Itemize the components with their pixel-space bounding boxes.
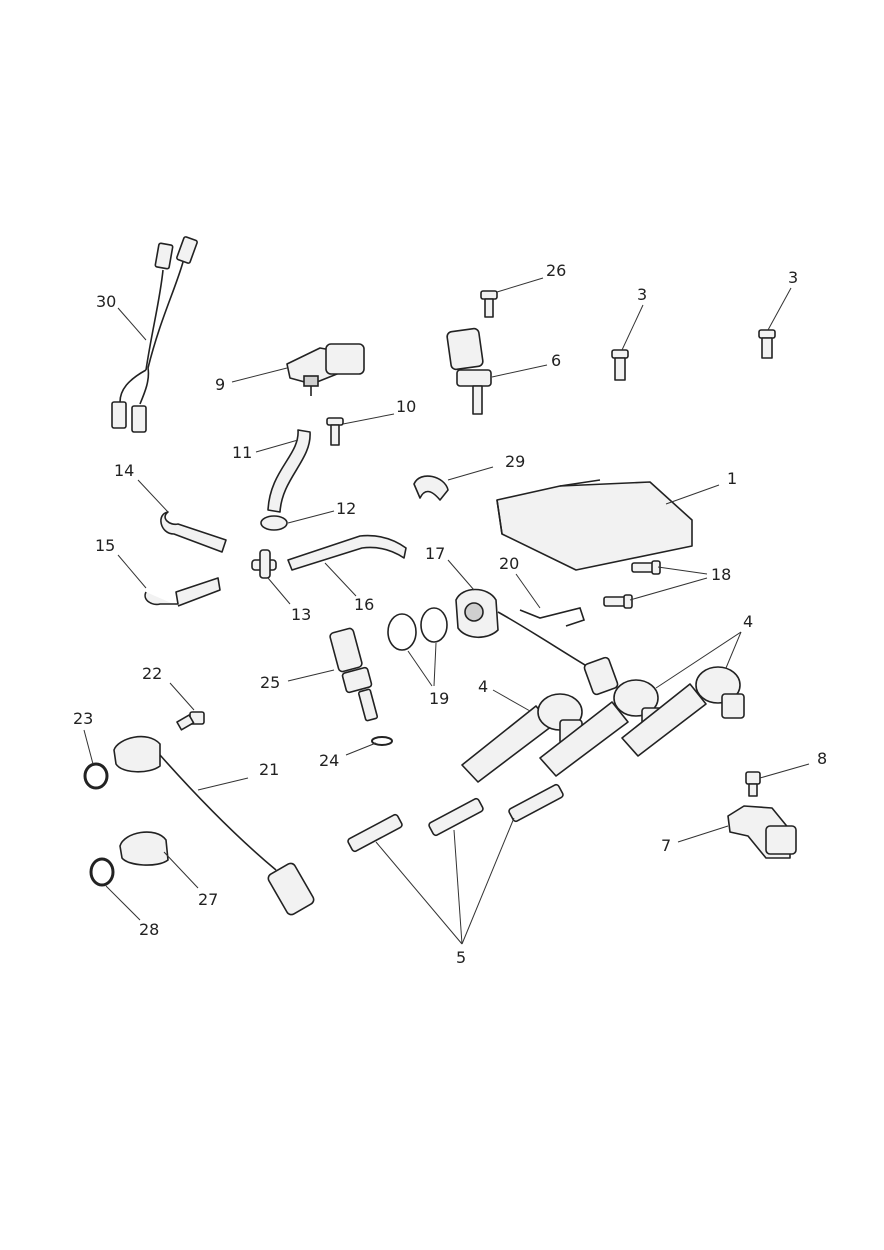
sensor-6 [446,327,492,415]
sensor-27 [119,831,169,866]
clip-12 [260,515,288,531]
callout-9: 9 [215,375,225,394]
spark-plug-5a [347,813,403,853]
callout-25: 25 [260,673,280,692]
callout-7: 7 [661,836,671,855]
bolt-18b [603,594,633,609]
tube-15 [144,577,221,607]
callout-3a: 3 [637,285,647,304]
bolt-18a [631,560,661,575]
spark-plug-5c [508,783,564,823]
t-piece-13 [251,549,277,579]
callout-16: 16 [354,595,374,614]
bolt-8 [745,771,761,797]
wiring-harness [111,236,198,433]
callout-6: 6 [551,351,561,370]
callout-13: 13 [291,605,311,624]
crank-sensor-21 [113,735,315,916]
washer-23 [83,762,109,790]
callout-8: 8 [817,749,827,768]
o-ring-19b [420,607,448,643]
callout-11: 11 [232,443,252,462]
callout-28: 28 [139,920,159,939]
bolt-10 [326,417,344,446]
callout-4b: 4 [478,677,488,696]
washer-28 [89,857,115,887]
spark-plug-5b [428,797,484,837]
bolt-22 [176,711,205,731]
bolt-26 [480,290,498,318]
callout-10: 10 [396,397,416,416]
callout-23: 23 [73,709,93,728]
throttle-sensor-17 [455,588,619,696]
ecu-box [496,479,693,571]
callout-labels: 1 3 3 4 4 5 6 7 8 9 10 11 12 13 14 15 16… [73,261,827,967]
callout-30: 30 [96,292,116,311]
callout-14: 14 [114,461,134,480]
callout-15: 15 [95,536,115,555]
pipe-16 [287,534,407,571]
callout-24: 24 [319,751,339,770]
callout-3b: 3 [788,268,798,287]
tube-14 [160,511,227,553]
leader-lines [83,277,810,945]
cam-sensor-7 [727,805,797,859]
callout-1: 1 [727,469,737,488]
callout-21: 21 [259,760,279,779]
callout-29: 29 [505,452,525,471]
callout-17: 17 [425,544,445,563]
callout-12: 12 [336,499,356,518]
callout-5: 5 [456,948,466,967]
callout-4a: 4 [743,612,753,631]
clip-20 [519,607,586,627]
sensor-25 [329,627,379,722]
map-sensor [286,343,365,396]
ignition-coil-4c [621,666,745,757]
o-ring-24 [371,736,393,746]
callout-22: 22 [142,664,162,683]
o-ring-19a [387,613,417,651]
hose-11 [267,429,311,513]
callout-20: 20 [499,554,519,573]
callout-19: 19 [429,689,449,708]
clip-29 [413,475,449,501]
callout-27: 27 [198,890,218,909]
callout-18: 18 [711,565,731,584]
callout-26: 26 [546,261,566,280]
screw-3a [611,349,629,381]
screw-3b [758,329,776,359]
